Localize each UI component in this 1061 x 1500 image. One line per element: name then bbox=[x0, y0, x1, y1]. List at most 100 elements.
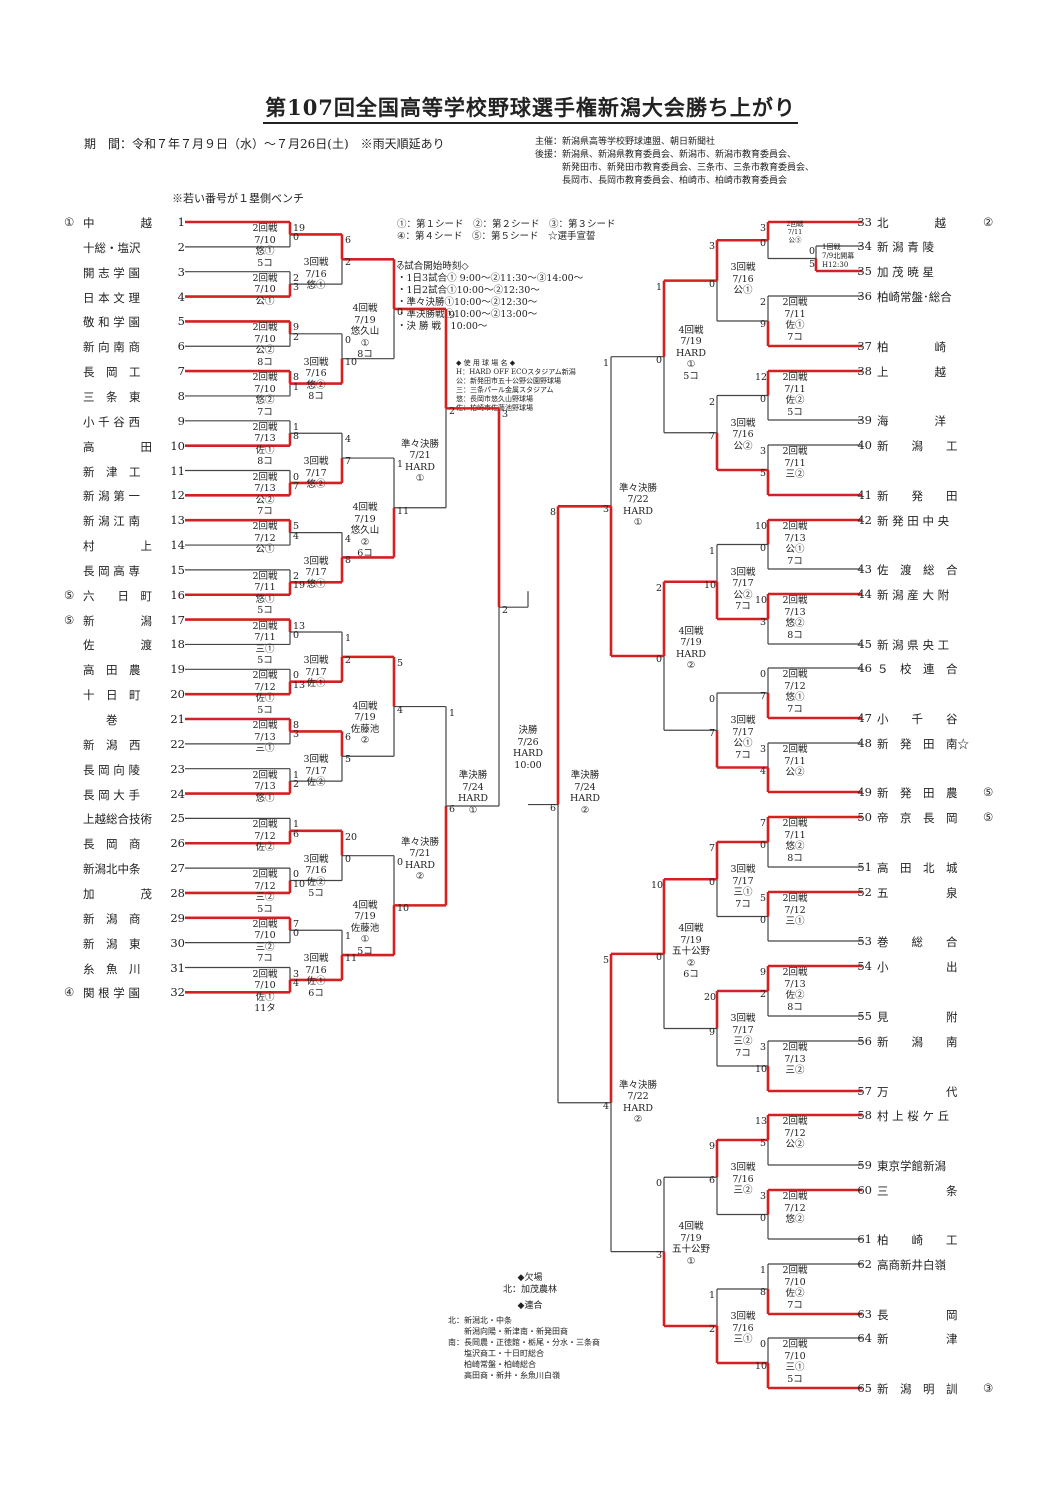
match-info: 2回戦 7/12 佐② bbox=[252, 819, 278, 854]
team-number: 10 bbox=[170, 438, 185, 453]
match-info: 2回戦 7/12 三① bbox=[782, 893, 808, 927]
match-info: 4回戦 7/19 HARD ① 5コ bbox=[676, 324, 706, 382]
team-name: 新 発 田 農 bbox=[877, 786, 958, 800]
score: 5 bbox=[759, 893, 766, 904]
match-info: 2回戦 7/11 公③ bbox=[786, 220, 804, 244]
score: 9 bbox=[449, 309, 456, 321]
match-info: 準々決勝 7/22 HARD ① bbox=[618, 482, 657, 529]
score: 9 bbox=[759, 319, 766, 330]
team-name: 上越総合技術 bbox=[83, 812, 152, 827]
score: 10 bbox=[293, 878, 306, 890]
score: 0 bbox=[759, 393, 766, 405]
team-name: 糸 魚 川 bbox=[83, 961, 141, 976]
match-info: 2回戦 7/10 佐① 11タ bbox=[252, 968, 278, 1015]
team-number: 55 bbox=[857, 1009, 872, 1023]
team-name: 五 泉 bbox=[877, 886, 958, 900]
team-name: 十総・塩沢 bbox=[83, 240, 141, 255]
match-info: 2回戦 7/11 公② bbox=[782, 744, 808, 778]
team-number: 23 bbox=[170, 761, 185, 776]
rengo-list: 北：新潟北・中条 新潟向陽・新津南・新発田商 南：長岡農・正徳館・栃尾・分水・三… bbox=[448, 1316, 600, 1380]
team-number: 18 bbox=[170, 637, 185, 652]
match-info: 3回戦 7/16 佐① 6コ bbox=[303, 953, 329, 999]
team-number: 59 bbox=[857, 1158, 872, 1172]
team-number: 4 bbox=[177, 289, 185, 304]
team-name: 新 潟 西 bbox=[83, 737, 141, 752]
team-name: 柏崎常盤･総合 bbox=[877, 290, 952, 304]
team-number: 25 bbox=[170, 811, 185, 826]
team-number: 60 bbox=[857, 1183, 872, 1197]
score: 0 bbox=[809, 246, 816, 257]
team-name: 新 潟 江 南 bbox=[83, 514, 140, 529]
score: 2 bbox=[293, 570, 300, 582]
score: 9 bbox=[708, 1026, 715, 1038]
rengo-title: ◆連合 bbox=[517, 1301, 543, 1311]
team-name: 上 越 bbox=[877, 365, 946, 379]
match-info: 2回戦 7/13 公② 7コ bbox=[252, 471, 278, 518]
team-name: ５ 校 連 合 bbox=[877, 662, 958, 676]
team-name: 長 岡 高 専 bbox=[83, 563, 140, 578]
score: 12 bbox=[755, 372, 768, 383]
match-info: 3回戦 7/16 公② bbox=[730, 417, 756, 452]
team-name: 長 岡 bbox=[877, 1308, 958, 1322]
team-name: 東京学館新潟 bbox=[877, 1159, 946, 1173]
team-name: 佐 渡 bbox=[83, 638, 152, 653]
team-number: 62 bbox=[857, 1257, 872, 1271]
team-number: 32 bbox=[170, 985, 185, 1000]
team-name: 高 田 北 城 bbox=[877, 861, 958, 875]
score: 0 bbox=[759, 1212, 766, 1224]
match-info: 2回戦 7/12 三② 5コ bbox=[252, 869, 278, 915]
team-number: 33 bbox=[857, 215, 872, 229]
match-info: 2回戦 7/10 三② 7コ bbox=[252, 918, 278, 965]
score: 1 bbox=[759, 1265, 766, 1276]
score: 1 bbox=[655, 281, 662, 293]
team-name: 新 津 工 bbox=[83, 464, 141, 479]
match-info: 2回戦 7/13 公① 7コ bbox=[782, 521, 808, 567]
match-info: 1回戦 7/9北開幕 H12:30 bbox=[822, 243, 855, 269]
score: 10 bbox=[755, 595, 768, 606]
team-name: 高 田 bbox=[83, 439, 152, 454]
score: 7 bbox=[759, 691, 766, 702]
team-number: 6 bbox=[177, 339, 185, 354]
team-number: 9 bbox=[177, 413, 185, 428]
team-seed: ② bbox=[983, 215, 994, 229]
score: 3 bbox=[293, 968, 300, 980]
absent-note: ◆欠場 北：加茂農林 bbox=[502, 1273, 557, 1295]
score: 8 bbox=[293, 431, 300, 443]
score: 10 bbox=[345, 356, 358, 368]
team-seed: ⑤ bbox=[983, 810, 994, 824]
match-info: 3回戦 7/16 公① bbox=[730, 262, 756, 297]
score: 19 bbox=[293, 580, 306, 592]
score: 13 bbox=[755, 1116, 768, 1127]
score: 3 bbox=[759, 744, 766, 755]
match-info: 2回戦 7/11 佐① 7コ bbox=[782, 297, 808, 343]
score: 9 bbox=[708, 1141, 715, 1152]
team-name: 新 潟 第 一 bbox=[83, 489, 140, 504]
team-name: 新 潟 青 陵 bbox=[877, 240, 934, 254]
score: 2 bbox=[293, 272, 300, 284]
match-info: 2回戦 7/11 悠① 5コ bbox=[252, 570, 278, 617]
match-info: 3回戦 7/17 公① 7コ bbox=[730, 715, 756, 761]
team-seed: ① bbox=[64, 215, 75, 229]
score: 1 bbox=[293, 381, 300, 393]
team-name: 新 潟 南 bbox=[877, 1035, 958, 1049]
team-seed: ③ bbox=[983, 1381, 994, 1395]
score: 7 bbox=[293, 918, 300, 930]
score: 7 bbox=[708, 843, 715, 854]
score: 6 bbox=[293, 828, 300, 840]
team-name: 佐 渡 総 合 bbox=[877, 563, 958, 577]
score: 6 bbox=[549, 802, 556, 814]
score: 1 bbox=[293, 421, 300, 433]
score: 2 bbox=[502, 605, 509, 617]
organizers: 主催：新潟県高等学校野球連盟、朝日新聞社 後援：新潟県、新潟県教育委員会、新潟市… bbox=[535, 137, 815, 186]
score: 0 bbox=[293, 670, 300, 682]
team-name: 長 岡 向 陵 bbox=[83, 762, 140, 777]
score: 5 bbox=[345, 754, 352, 766]
match-info: 2回戦 7/12 公② bbox=[782, 1116, 808, 1150]
score: 3 bbox=[759, 446, 766, 457]
match-info: 2回戦 7/11 三② bbox=[782, 446, 808, 480]
match-info: 2回戦 7/13 悠① bbox=[252, 769, 278, 804]
team-number: 22 bbox=[170, 736, 185, 751]
score: 5 bbox=[397, 657, 404, 669]
score: 6 bbox=[345, 732, 352, 744]
match-info: 準々決勝 7/21 HARD ① bbox=[400, 438, 439, 485]
